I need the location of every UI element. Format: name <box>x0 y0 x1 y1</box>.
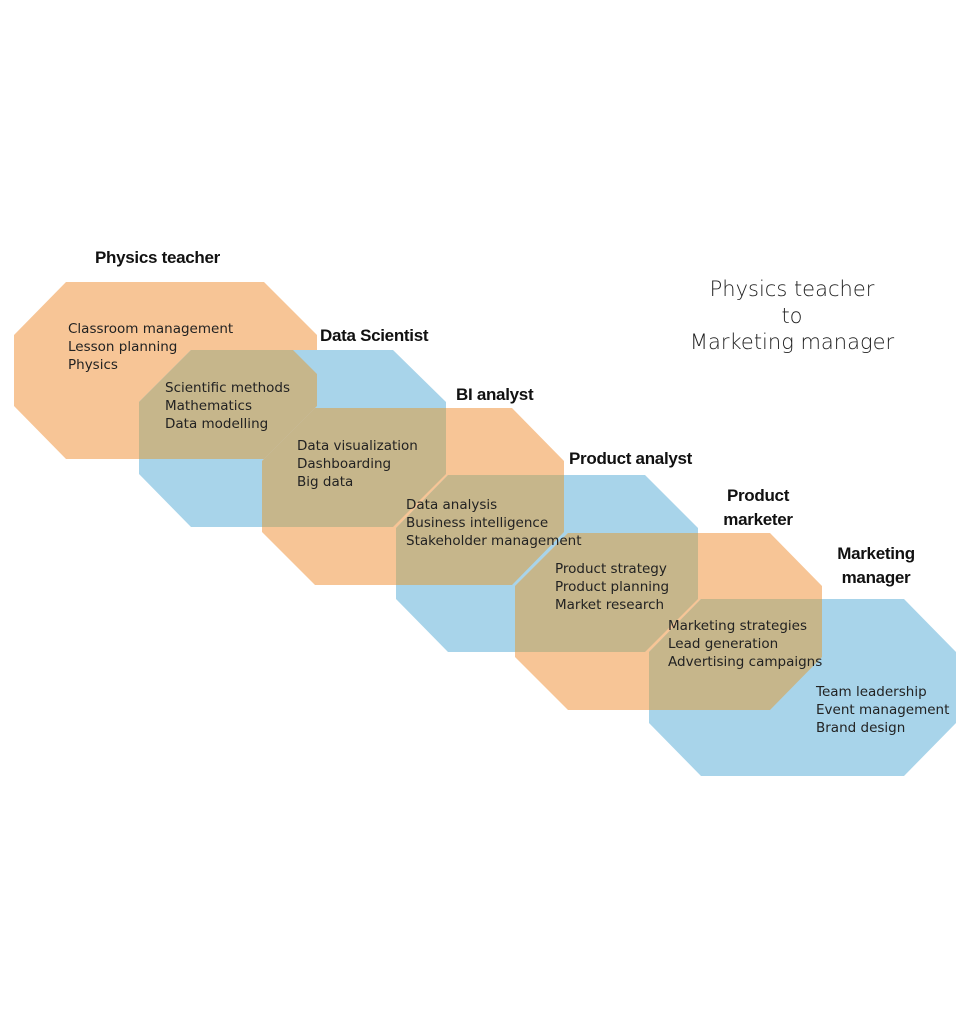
overlap-productanalyst-productmarketer <box>515 533 698 652</box>
skill-item: Data modelling <box>165 415 269 432</box>
skills-data-scientist: Scientific methods Mathematics Data mode… <box>165 380 290 433</box>
skills-marketing-manager: Marketing strategies Lead generation Adv… <box>668 618 822 671</box>
skill-item: Product planning <box>555 578 670 595</box>
skills-product-analyst: Data analysis Business intelligence Stak… <box>406 497 582 550</box>
skills-bi-analyst: Data visualization Dashboarding Big data <box>297 438 418 491</box>
skill-item: Stakeholder management <box>406 532 582 549</box>
role-title-bi-analyst: BI analyst <box>456 385 534 404</box>
role-title-physics-teacher: Physics teacher <box>95 248 220 267</box>
skill-item: Data visualization <box>297 438 418 454</box>
skill-item: Marketing strategies <box>668 618 807 634</box>
skill-item: Event management <box>816 701 950 718</box>
title-line-2: to <box>781 303 803 328</box>
skill-item: Data analysis <box>406 497 498 513</box>
overlap-productmarketer-marketingmanager <box>649 599 822 710</box>
skills-physics-teacher: Classroom management Lesson planning Phy… <box>68 321 233 374</box>
role-title-line: manager <box>841 568 911 587</box>
skill-item: Team leadership <box>816 684 927 700</box>
skill-item: Dashboarding <box>297 455 392 472</box>
skill-item: Mathematics <box>165 397 252 414</box>
role-title-product-marketer: Product marketer <box>700 484 816 532</box>
overlap-physics-datascience <box>139 350 317 459</box>
skill-item: Scientific methods <box>165 380 291 396</box>
overlap-bianalyst-productanalyst <box>396 475 564 585</box>
role-title-data-scientist: Data Scientist <box>320 326 429 345</box>
role-title-product-analyst: Product analyst <box>569 449 693 468</box>
title-line-1: Physics teacher <box>709 277 875 301</box>
skill-item: Physics <box>68 356 118 373</box>
skill-item: Market research <box>555 596 665 613</box>
diagram-title: Physics teacher to Marketing manager <box>640 276 944 356</box>
skill-item: Lesson planning <box>68 338 178 355</box>
skill-item: Big data <box>297 473 354 490</box>
skill-item: Advertising campaigns <box>668 653 823 670</box>
skill-item: Product strategy <box>555 561 667 577</box>
skills-final: Team leadership Event management Brand d… <box>816 684 949 737</box>
overlap-datascience-bianalyst <box>262 408 446 527</box>
skill-item: Classroom management <box>68 321 234 337</box>
role-title-marketing-manager: Marketing manager <box>820 542 932 590</box>
skill-item: Business intelligence <box>406 514 549 531</box>
role-title-line: Marketing <box>837 544 915 563</box>
title-line-3: Marketing manager <box>689 330 895 354</box>
role-title-line: Product <box>726 486 790 505</box>
skill-item: Brand design <box>816 719 906 736</box>
role-title-line: marketer <box>723 510 793 529</box>
skills-product-marketer: Product strategy Product planning Market… <box>555 561 669 614</box>
skill-item: Lead generation <box>668 635 779 652</box>
